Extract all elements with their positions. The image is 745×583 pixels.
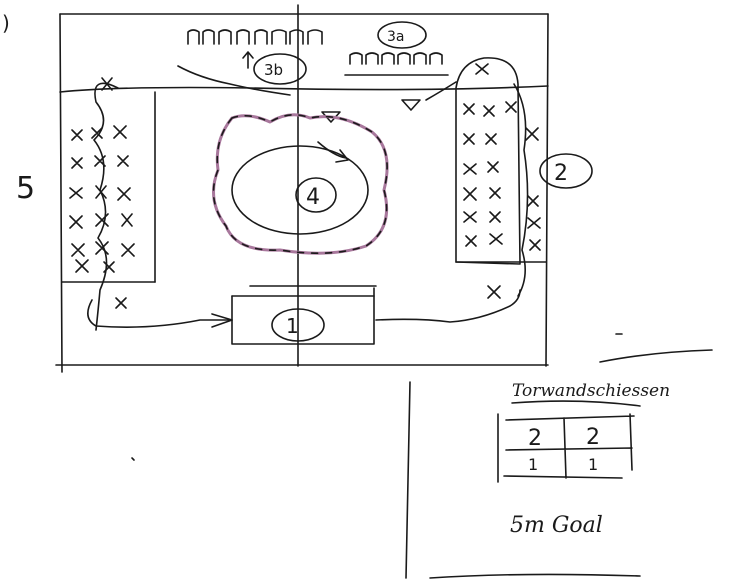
points-cell: 1 xyxy=(588,455,598,474)
left-zone xyxy=(62,78,232,330)
cone-icon xyxy=(402,100,420,110)
goal-wall-grid: 2 2 1 1 xyxy=(498,414,634,482)
points-cell: 2 xyxy=(528,426,542,451)
panel-marker: ) xyxy=(2,11,10,35)
distance-note: 5m Goal xyxy=(510,513,603,538)
side-note: 5 xyxy=(16,171,35,206)
divider-line xyxy=(600,350,712,362)
goal-wall-title: Torwandschiessen xyxy=(512,381,670,401)
run-path xyxy=(94,83,118,330)
goal-wall-panel: Torwandschiessen 2 2 1 1 5m Goal xyxy=(406,381,670,578)
station-3a: 3a xyxy=(322,22,448,122)
hurdles-3a xyxy=(350,53,442,64)
station-3b: 3b xyxy=(178,30,322,95)
station-label: 3b xyxy=(264,61,283,79)
station-label: 2 xyxy=(554,161,568,186)
points-cell: 1 xyxy=(528,455,538,474)
station-label: 3a xyxy=(387,29,405,45)
points-cell: 2 xyxy=(586,425,600,450)
station-1: 1 xyxy=(232,286,520,344)
hurdles-3b xyxy=(188,30,322,44)
station-2: 2 xyxy=(426,58,592,298)
station-label: 1 xyxy=(286,314,299,338)
stray-mark xyxy=(132,458,134,460)
station-4: 4 xyxy=(214,115,388,253)
station-label: 4 xyxy=(306,185,320,210)
